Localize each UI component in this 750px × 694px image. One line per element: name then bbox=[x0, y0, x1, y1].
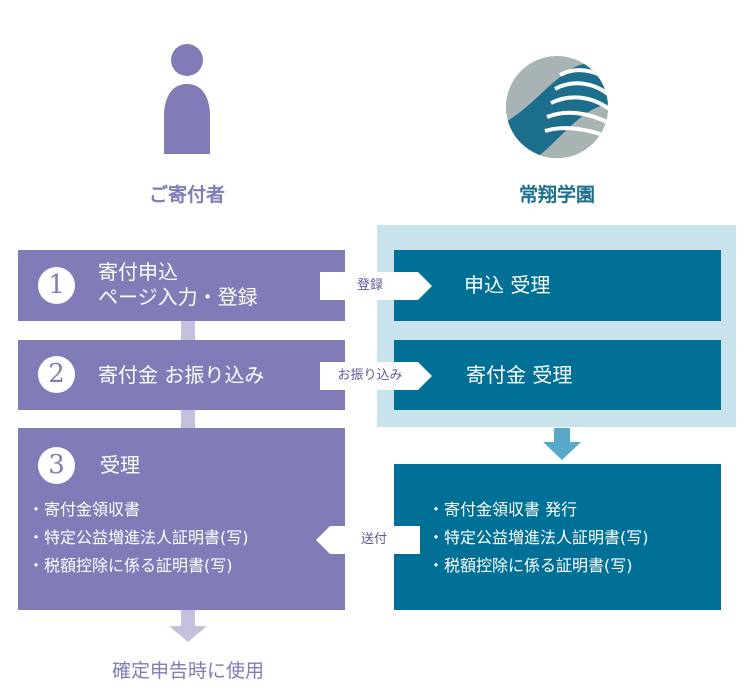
donor-column-label: ご寄付者 bbox=[148, 184, 225, 206]
list-item: ・税額控除に係る証明書(写) bbox=[428, 556, 633, 575]
list-item: ・特定公益増進法人証明書(写) bbox=[28, 528, 249, 547]
school-logo bbox=[506, 56, 608, 158]
school-step-2: 寄付金 受理 bbox=[394, 340, 721, 410]
donor-step-2: 2 寄付金 お振り込み bbox=[18, 340, 345, 410]
down-arrow-icon bbox=[169, 610, 207, 642]
footer-note: 確定申告時に使用 bbox=[111, 660, 264, 682]
step-number-2: 2 bbox=[38, 356, 75, 393]
donor-document-list: ・寄付金領収書 ・特定公益増進法人証明書(写) ・税額控除に係る証明書(写) bbox=[28, 496, 249, 580]
school-column-label: 常翔学園 bbox=[518, 184, 595, 206]
right-arrow-icon bbox=[320, 272, 432, 300]
list-item: ・寄付金領収書 bbox=[28, 500, 141, 519]
step-number-1: 1 bbox=[38, 267, 75, 304]
transfer-arrow-label: お振り込み bbox=[337, 368, 403, 383]
donor-step-2-title: 寄付金 お振り込み bbox=[98, 363, 265, 387]
step-number-3: 3 bbox=[38, 447, 75, 484]
school-step-3: ・寄付金領収書 発行 ・特定公益増進法人証明書(写) ・税額控除に係る証明書(写… bbox=[394, 464, 721, 610]
donor-step-1: 1 寄付申込 ページ入力・登録 bbox=[18, 250, 345, 321]
transfer-arrow: お振り込み bbox=[320, 362, 432, 390]
person-icon bbox=[164, 44, 210, 154]
left-arrow-icon bbox=[316, 526, 420, 554]
right-arrow-icon bbox=[320, 362, 432, 390]
down-arrow-icon bbox=[543, 428, 581, 460]
donor-step-1-title-line2: ページ入力・登録 bbox=[98, 285, 258, 309]
register-arrow: 登録 bbox=[320, 272, 432, 300]
school-step-1-title: 申込 受理 bbox=[464, 273, 551, 297]
donor-step-3: 3 受理 ・寄付金領収書 ・特定公益増進法人証明書(写) ・税額控除に係る証明書… bbox=[18, 428, 345, 610]
list-item: ・寄付金領収書 発行 bbox=[428, 500, 578, 519]
school-document-list: ・寄付金領収書 発行 ・特定公益増進法人証明書(写) ・税額控除に係る証明書(写… bbox=[428, 496, 649, 580]
register-arrow-label: 登録 bbox=[356, 278, 383, 293]
send-arrow: 送付 bbox=[316, 526, 420, 554]
list-item: ・特定公益増進法人証明書(写) bbox=[428, 528, 649, 547]
school-step-1: 申込 受理 bbox=[394, 250, 721, 321]
donor-step-3-title: 受理 bbox=[100, 453, 140, 477]
send-arrow-label: 送付 bbox=[360, 532, 387, 547]
list-item: ・税額控除に係る証明書(写) bbox=[28, 556, 233, 575]
donor-step-1-title-line1: 寄付申込 bbox=[98, 260, 178, 284]
school-step-2-title: 寄付金 受理 bbox=[466, 363, 573, 387]
